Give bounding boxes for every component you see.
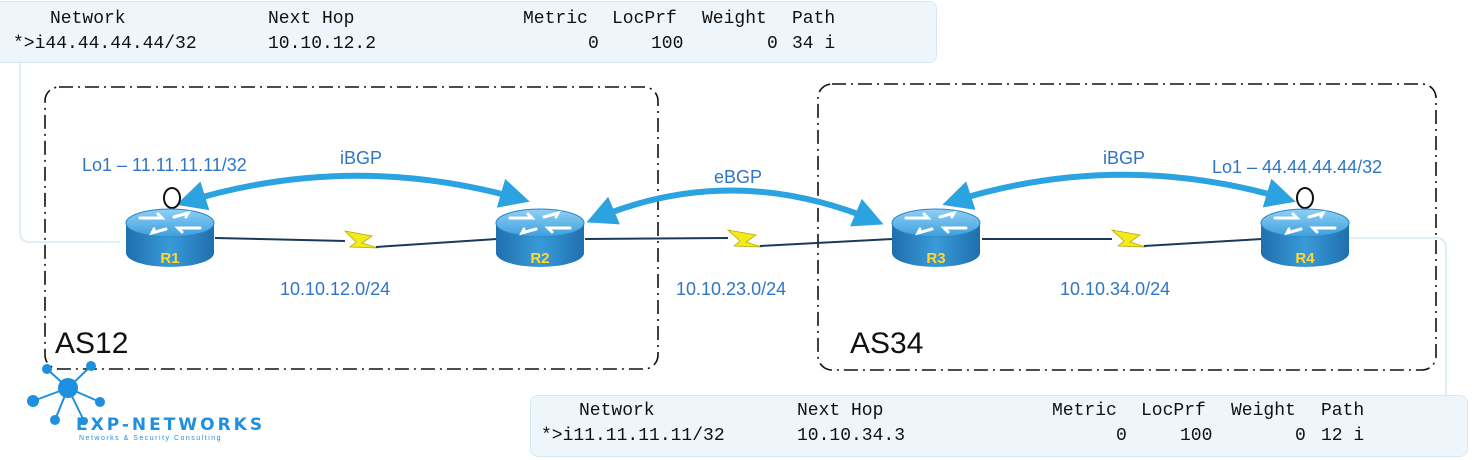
link-label-r2-r3: 10.10.23.0/24: [676, 279, 787, 299]
loopback-icon-r4: [1296, 187, 1314, 209]
router-label-r4: R4: [1295, 250, 1315, 267]
bottom-header-locprf: LocPrf: [1141, 401, 1206, 421]
router-label-r3: R3: [926, 250, 945, 267]
bottom-header-network: Network: [579, 401, 655, 421]
top-header-next-hop: Next Hop: [268, 9, 355, 29]
ibgp-label-left: iBGP: [340, 148, 383, 168]
top-row-weight: 0: [767, 34, 778, 54]
loopback-label-r4: Lo1 – 44.44.44.44/32: [1212, 157, 1383, 177]
bottom-row-weight: 0: [1295, 426, 1306, 446]
loopback-label-r1: Lo1 – 11.11.11.11/32: [82, 155, 247, 175]
top-header-network: Network: [50, 9, 126, 29]
top-row-path: 34 i: [792, 34, 836, 54]
top-row-metric: 0: [588, 34, 599, 54]
loopback-icon-r1: [163, 187, 181, 209]
as12-label: AS12: [55, 327, 129, 360]
bottom-row-path: 12 i: [1321, 426, 1365, 446]
bottom-bgp-table: [530, 395, 1468, 457]
top-row-next-hop: 10.10.12.2: [268, 34, 377, 54]
top-header-metric: Metric: [523, 9, 588, 29]
router-icon-r2: [495, 208, 585, 267]
logo-tagline: Networks & Security Consulting: [79, 435, 223, 442]
ebgp-arrow: [586, 187, 884, 227]
logo-name: EXP-NETWORKS: [76, 415, 266, 435]
router-icon-r1: [125, 208, 215, 267]
ibgp-label-right: iBGP: [1103, 148, 1146, 168]
ibgp-arrow-right: [942, 171, 1296, 210]
bottom-header-next-hop: Next Hop: [797, 401, 884, 421]
link-label-r1-r2: 10.10.12.0/24: [280, 279, 391, 299]
router-label-r1: R1: [160, 250, 179, 267]
ibgp-arrow-left: [176, 172, 530, 211]
serial-link-r2-r3: [584, 229, 894, 248]
logo-network-graphic: [27, 361, 105, 425]
top-bgp-table: [0, 1, 937, 63]
bottom-header-path: Path: [1321, 401, 1365, 421]
serial-link-r3-r4: [982, 229, 1263, 248]
top-header-locprf: LocPrf: [612, 9, 677, 29]
router-label-r2: R2: [530, 250, 549, 267]
router-icon-r3: [891, 208, 981, 267]
bottom-header-weight: Weight: [1231, 401, 1296, 421]
top-row-network: *>i44.44.44.44/32: [13, 34, 197, 54]
bottom-row-metric: 0: [1116, 426, 1127, 446]
bottom-header-metric: Metric: [1052, 401, 1117, 421]
as34-boundary: [817, 83, 1437, 371]
serial-link-r1-r2: [214, 230, 498, 249]
as34-label: AS34: [850, 327, 924, 360]
router-icon-r4: [1260, 208, 1350, 267]
link-label-r3-r4: 10.10.34.0/24: [1060, 279, 1171, 299]
bottom-row-network: *>i11.11.11.11/32: [541, 426, 725, 446]
bottom-row-locprf: 100: [1180, 426, 1213, 446]
top-row-locprf: 100: [651, 34, 684, 54]
as12-boundary: [44, 86, 659, 370]
top-header-path: Path: [792, 9, 836, 29]
bottom-row-next-hop: 10.10.34.3: [797, 426, 906, 446]
ebgp-label: eBGP: [714, 167, 763, 187]
top-header-weight: Weight: [702, 9, 767, 29]
